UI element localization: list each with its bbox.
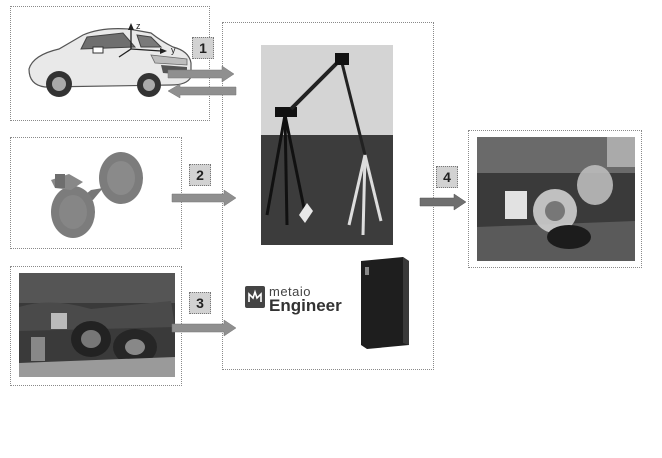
arrow-step-2	[171, 189, 237, 207]
horn-model-panel	[10, 137, 182, 249]
tracking-system-panel: metaio Engineer	[222, 22, 434, 370]
car-model-panel: z y	[10, 6, 210, 121]
brand-big-text: Engineer	[269, 296, 342, 315]
augmented-result-panel	[468, 130, 642, 268]
step-label-3: 3	[189, 292, 211, 314]
step-label-1: 1	[192, 37, 214, 59]
y-axis-label: y	[171, 45, 176, 55]
pc-tower-image	[361, 257, 409, 349]
brand-small-text: metaio	[269, 284, 312, 299]
arrow-step-1-right	[167, 65, 235, 83]
step-label-4: 4	[436, 166, 458, 188]
engine-bay-image	[19, 273, 175, 377]
step-label-2: 2	[189, 164, 211, 186]
arrow-step-4	[419, 193, 467, 211]
metaio-logo-icon	[245, 286, 265, 308]
metaio-engineer-logo: metaio Engineer	[245, 284, 342, 315]
arrow-step-1-left	[167, 83, 237, 99]
camera-tripod-image	[261, 45, 393, 245]
augmented-result-image	[477, 137, 635, 261]
z-axis-label: z	[136, 21, 141, 31]
car-image	[28, 23, 192, 97]
arrow-step-3	[171, 319, 237, 337]
horn-cad-image	[51, 152, 143, 238]
engine-photo-panel	[10, 266, 182, 386]
